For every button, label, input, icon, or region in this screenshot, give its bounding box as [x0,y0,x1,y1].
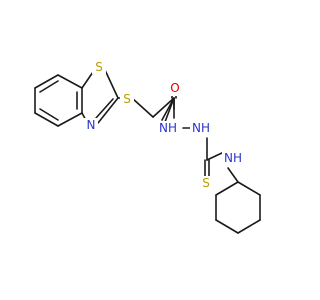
atom-label-s-thioether: S [123,92,131,106]
atom-label-nh-3: NH [224,151,242,165]
atom-label-nh-1: NH [159,121,177,135]
atom-labels: S N S O NH NH S NH [84,60,244,190]
benzene-ring [34,74,83,127]
side-chain-bonds [117,90,239,183]
molecule-diagram: S N S O NH NH S NH [34,60,261,234]
atom-label-n-ring: N [87,118,96,132]
atom-label-o-carbonyl: O [170,81,179,95]
cyclohexane-ring [215,181,261,234]
atom-label-s-ring: S [95,60,103,74]
atom-label-s-thione: S [202,176,210,190]
thiazole-ring [81,69,119,125]
structure-svg: S N S O NH NH S NH [34,60,261,234]
atom-label-nh-2: NH [192,121,210,135]
